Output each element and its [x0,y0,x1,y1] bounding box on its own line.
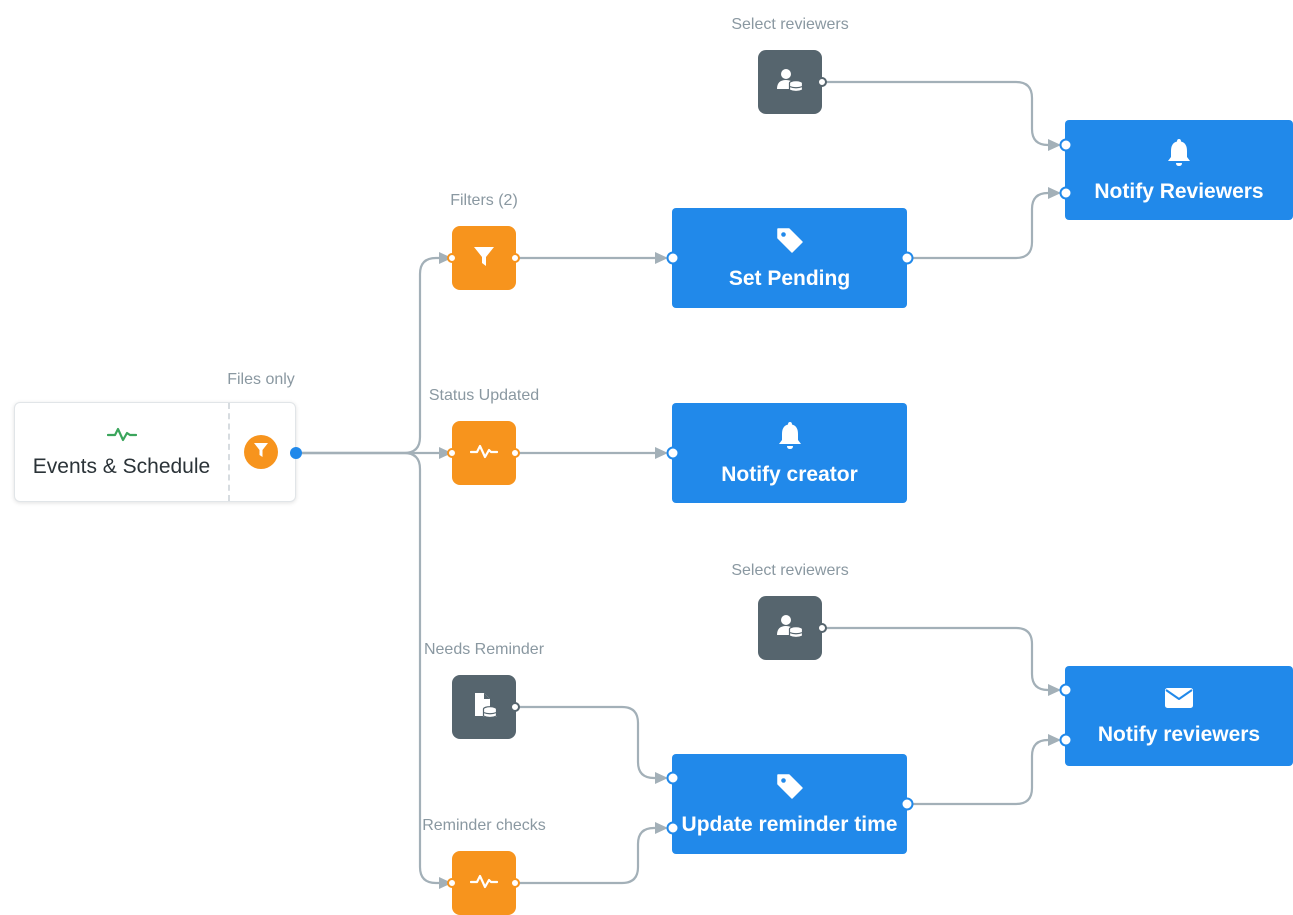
filters-input-port[interactable] [447,253,457,263]
trigger-main[interactable]: Events & Schedule [15,403,230,501]
needs-reminder-output-port[interactable] [510,702,520,712]
select-reviewers-top-label: Select reviewers [731,16,849,33]
tag-icon [775,226,805,259]
notify-reviewers-bottom-input-port-2[interactable] [1059,733,1073,747]
trigger-label: Events & Schedule [32,454,211,478]
filter-icon [252,441,270,464]
trigger-output-port[interactable] [290,447,302,459]
trigger-filter-button[interactable] [244,435,278,469]
activity-icon [469,873,499,894]
select-reviewers-bottom-output-port[interactable] [817,623,827,633]
filters-node[interactable] [452,226,516,290]
reminder-checks-node[interactable] [452,851,516,915]
notify-creator-input-port[interactable] [666,446,680,460]
update-reminder-time-label: Update reminder time [681,812,898,836]
connector-update-notify [907,738,1054,806]
filters-label: Filters (2) [450,192,518,209]
update-reminder-time-output-port[interactable] [900,797,914,811]
activity-icon [106,426,137,447]
filters-output-port[interactable] [510,253,520,263]
connector-needsreminder-update [515,705,660,780]
connector-setpending-notify [907,191,1054,260]
trigger-filter-label: Files only [227,371,295,388]
select-reviewers-top-output-port[interactable] [817,77,827,87]
needs-reminder-label: Needs Reminder [423,641,545,658]
connector-reminderchecks-update [515,826,660,885]
status-updated-node[interactable] [452,421,516,485]
file-database-icon [469,690,499,725]
notify-reviewers-bottom-label: Notify reviewers [1097,722,1261,746]
user-database-icon [775,65,805,100]
select-reviewers-top-node[interactable] [758,50,822,114]
user-database-icon [775,611,805,646]
select-reviewers-bottom-node[interactable] [758,596,822,660]
reminder-checks-output-port[interactable] [510,878,520,888]
notify-creator-label: Notify creator [721,462,858,486]
select-reviewers-bottom-label: Select reviewers [731,562,849,579]
reminder-checks-input-port[interactable] [447,878,457,888]
status-updated-output-port[interactable] [510,448,520,458]
notify-reviewers-top-node[interactable]: Notify Reviewers [1065,120,1293,220]
notify-reviewers-top-label: Notify Reviewers [1094,179,1264,203]
notify-reviewers-bottom-node[interactable]: Notify reviewers [1065,666,1293,766]
trigger-node[interactable]: Events & Schedule [14,402,296,502]
update-reminder-time-input-port-1[interactable] [666,771,680,785]
status-updated-label: Status Updated [428,387,540,404]
notify-creator-node[interactable]: Notify creator [672,403,907,503]
connector-select2-notify [822,626,1054,692]
set-pending-output-port[interactable] [900,251,914,265]
set-pending-label: Set Pending [728,266,851,290]
activity-icon [469,443,499,464]
needs-reminder-node[interactable] [452,675,516,739]
notify-reviewers-bottom-input-port-1[interactable] [1059,683,1073,697]
update-reminder-time-node[interactable]: Update reminder time [672,754,907,854]
bell-icon [777,420,803,455]
notify-reviewers-top-input-port-1[interactable] [1059,138,1073,152]
connector-trigger-filters [296,256,444,455]
filter-icon [471,243,497,274]
tag-icon [775,772,805,805]
bell-icon [1166,137,1192,172]
status-updated-input-port[interactable] [447,448,457,458]
reminder-checks-label: Reminder checks [422,817,546,834]
notify-reviewers-top-input-port-2[interactable] [1059,186,1073,200]
set-pending-input-port[interactable] [666,251,680,265]
update-reminder-time-input-port-2[interactable] [666,821,680,835]
connector-select1-notify [822,80,1054,147]
envelope-icon [1164,686,1194,715]
set-pending-node[interactable]: Set Pending [672,208,907,308]
